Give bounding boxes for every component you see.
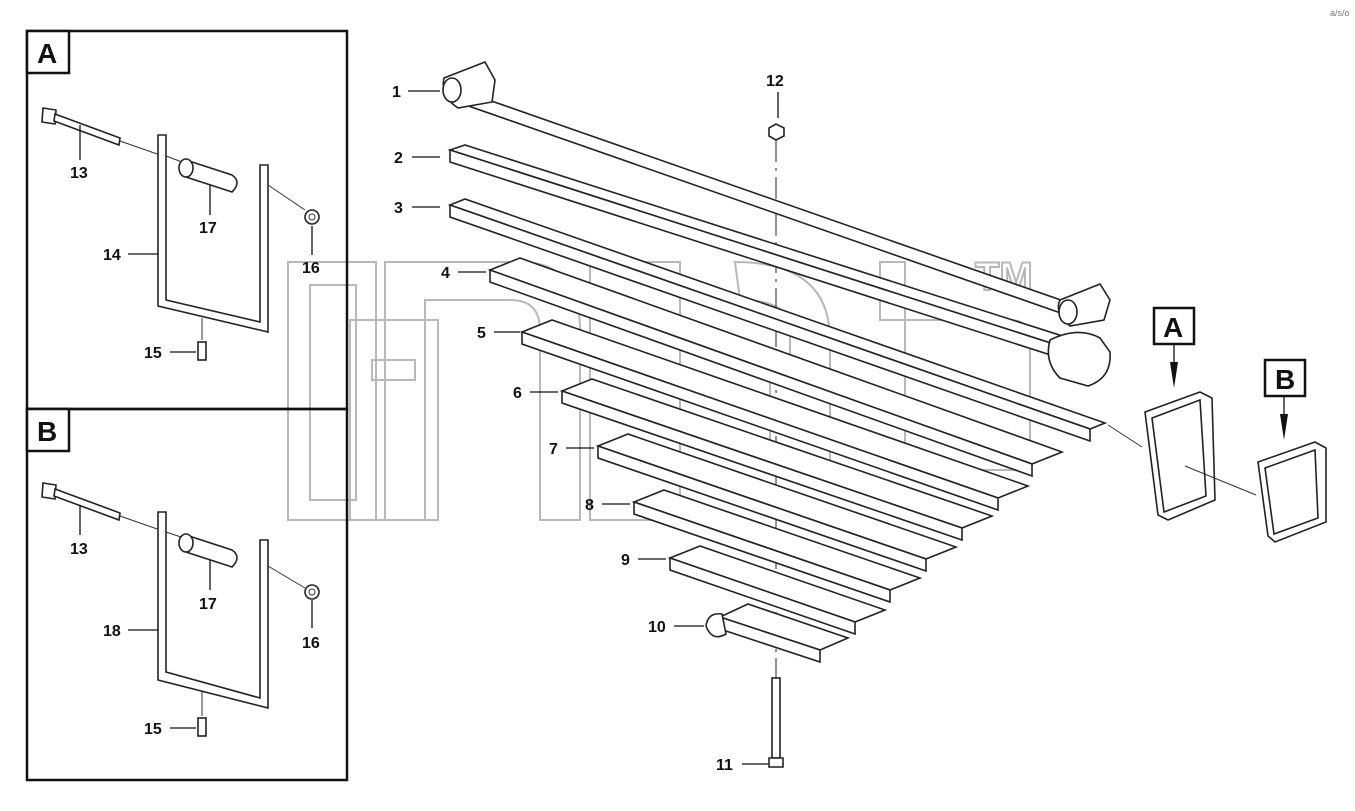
leaf-2 [447,144,1111,387]
callout-3: 3 [394,200,403,217]
callout-1: 1 [392,84,401,101]
callout-2: 2 [394,150,403,167]
callout-b-15: 15 [144,721,162,738]
nut-12 [768,123,785,141]
callout-a-14: 14 [103,247,121,264]
callout-b-16: 16 [302,635,320,652]
leaf-4 [487,257,1065,478]
callout-a-17: 17 [199,220,217,237]
leaf-10 [705,603,851,664]
leaf-spring-assembly: A B 1 12 2 3 4 5 6 7 8 9 10 [392,61,1327,774]
leaf-8 [631,489,923,604]
leaf-6 [559,378,995,542]
callout-10: 10 [648,619,666,636]
leaf-9 [667,545,888,636]
flag-a: A [1152,306,1196,388]
rivet-15-a [197,318,207,361]
leaf-7 [595,433,959,573]
callout-5: 5 [477,325,486,342]
detail-a-panel: A 13 17 14 [25,29,349,411]
nut-16-b [304,584,320,600]
callout-7: 7 [549,441,558,458]
callout-b-18: 18 [103,623,121,640]
callout-6: 6 [513,385,522,402]
clamp-a-main [1107,391,1216,521]
flag-a-letter: A [1163,312,1183,343]
callout-12: 12 [766,73,784,90]
detail-a-letter: A [37,38,57,69]
callout-11: 11 [716,757,733,774]
rivet-15-b [197,692,207,737]
leaf-1-main [442,61,1111,327]
detail-b-letter: B [37,416,57,447]
detail-b-letter-box [25,407,71,453]
bolt-13-a [41,107,161,156]
callout-b-17: 17 [199,596,217,613]
detail-b-panel: B 13 17 18 16 15 [25,407,349,782]
center-bolt-11 [768,677,784,768]
callout-8: 8 [585,497,594,514]
callout-a-13: 13 [70,165,88,182]
nut-16-a [304,209,320,225]
sleeve-17-b [178,533,238,568]
flag-b: B [1263,358,1307,440]
clamp-b-main [1184,441,1327,543]
callout-4: 4 [441,265,450,282]
callout-a-15: 15 [144,345,162,362]
callout-a-16: 16 [302,260,320,277]
detail-a-letter-box [25,29,71,75]
corner-mark: a/s/o [1330,8,1350,18]
callout-b-13: 13 [70,541,88,558]
sleeve-17-a [178,158,238,193]
leaf-5 [519,319,1031,512]
bolt-13-b [41,482,161,531]
flag-b-letter: B [1275,364,1295,395]
leaf-3 [447,198,1108,443]
callout-9: 9 [621,552,630,569]
